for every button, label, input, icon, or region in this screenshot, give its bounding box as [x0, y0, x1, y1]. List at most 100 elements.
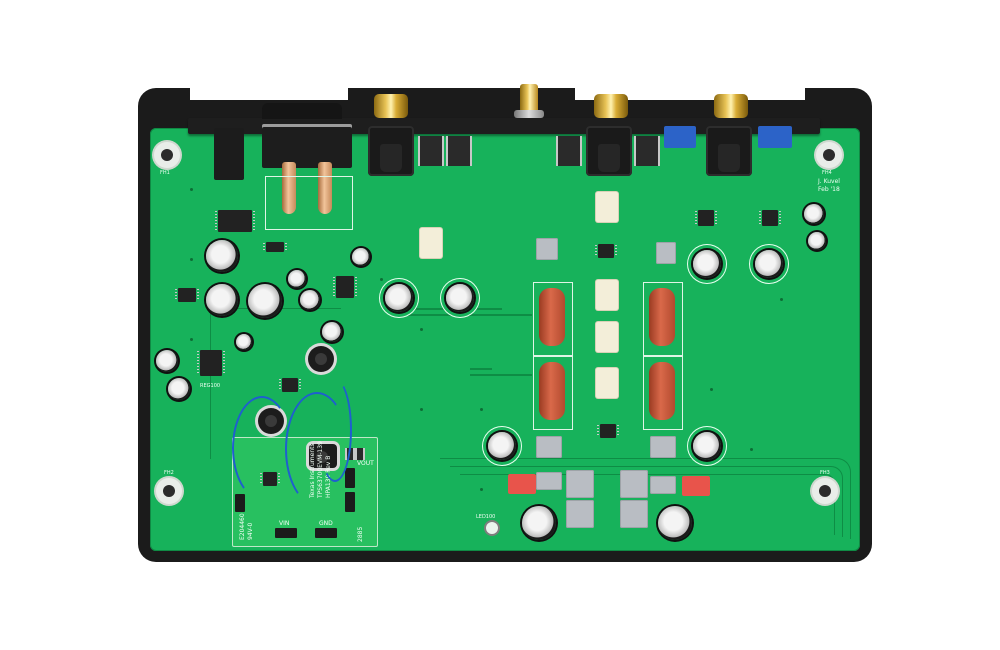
electrolytic-capacitor	[300, 290, 320, 310]
via	[780, 298, 783, 301]
grey-capacitor	[650, 436, 676, 458]
rca-jack-gold	[594, 94, 628, 118]
evm-capacitor	[355, 448, 365, 460]
transistor	[446, 136, 472, 166]
dc-jack	[214, 128, 244, 180]
grey-capacitor	[650, 476, 676, 494]
evm-vout-label: VOUT	[357, 460, 374, 467]
evm-vin-label: VIN	[279, 520, 290, 527]
film-capacitor	[649, 288, 675, 346]
electrolytic-capacitor	[804, 204, 824, 224]
ic-chip	[333, 276, 357, 298]
evm-ul: E204460	[239, 513, 246, 540]
red-capacitor	[508, 474, 536, 494]
relay	[596, 368, 618, 398]
header-gnd	[315, 528, 337, 538]
electrolytic-capacitor	[522, 506, 556, 540]
ic-chip	[279, 378, 301, 392]
op-amp-ic	[597, 424, 619, 438]
enclosure-cutout	[190, 80, 348, 100]
via	[420, 328, 423, 331]
electrolytic-capacitor	[385, 284, 413, 312]
enclosure-cutout	[575, 80, 805, 100]
rca-jack-gold	[714, 94, 748, 118]
film-capacitor	[539, 288, 565, 346]
electrolytic-capacitor	[693, 432, 721, 460]
electrolytic-capacitor	[206, 240, 238, 272]
relay	[596, 322, 618, 352]
hole-label: FH2	[164, 470, 174, 476]
via	[480, 488, 483, 491]
mounting-hole	[816, 142, 842, 168]
switch-tab	[282, 162, 296, 214]
via	[380, 278, 383, 281]
electrolytic-capacitor	[755, 250, 783, 278]
hole-label: FH3	[820, 470, 830, 476]
via	[480, 408, 483, 411]
silk-outline	[533, 356, 573, 430]
rca-jack-gold	[374, 94, 408, 118]
relay	[596, 280, 618, 310]
header-vin	[275, 528, 297, 538]
via	[710, 388, 713, 391]
transistor	[418, 136, 444, 166]
electrolytic-capacitor	[446, 284, 474, 312]
evm-number: 2885	[357, 526, 364, 542]
op-amp-ic	[759, 210, 781, 226]
electrolytic-capacitor	[352, 248, 370, 266]
blue-trimmer	[664, 126, 696, 148]
electrolytic-capacitor	[288, 270, 306, 288]
op-amp-ic	[695, 210, 717, 226]
header-gnd	[345, 492, 355, 512]
film-capacitor	[539, 362, 565, 420]
evm-gnd-label: GND	[319, 520, 333, 527]
electrolytic-capacitor	[658, 506, 692, 540]
grey-capacitor	[656, 242, 676, 264]
rca-jack	[586, 126, 632, 176]
header-vout	[345, 468, 355, 488]
silk-outline	[533, 282, 573, 356]
mounting-hole	[156, 478, 182, 504]
grey-capacitor	[536, 472, 562, 490]
power-inductor	[308, 346, 334, 372]
grey-capacitor	[620, 470, 648, 498]
evm-code: 94V-0	[247, 522, 254, 540]
blue-jumper-wire	[285, 392, 349, 506]
ground-washer	[514, 110, 544, 118]
hole-label: FH4	[822, 170, 832, 176]
pcb-trace	[470, 374, 532, 376]
electrolytic-capacitor	[156, 350, 178, 372]
led-silk: LED100	[476, 514, 496, 520]
grey-capacitor	[536, 436, 562, 458]
switch-tab	[318, 162, 332, 214]
grey-capacitor	[536, 238, 558, 260]
electrolytic-capacitor	[248, 284, 282, 318]
mounting-hole	[812, 478, 838, 504]
op-amp-ic	[595, 244, 617, 258]
blue-trimmer	[758, 126, 792, 148]
electrolytic-capacitor	[236, 334, 252, 350]
film-capacitor	[649, 362, 675, 420]
electrolytic-capacitor	[168, 378, 190, 400]
rca-jack	[706, 126, 752, 176]
relay	[420, 228, 442, 258]
via	[420, 408, 423, 411]
ic-chip	[263, 242, 287, 252]
electrolytic-capacitor	[322, 322, 342, 342]
electrolytic-capacitor	[808, 232, 826, 250]
rca-jack	[368, 126, 414, 176]
pcb-trace	[470, 368, 492, 370]
blue-jumper-wire	[232, 396, 292, 500]
ic-chip	[175, 288, 199, 302]
designer-silk: J. Kuvel	[818, 178, 840, 185]
rocker-switch	[262, 124, 352, 168]
silk-outline	[643, 282, 683, 356]
hole-label: FH1	[160, 170, 170, 176]
electrolytic-capacitor	[488, 432, 516, 460]
pcb-trace	[390, 314, 532, 316]
electrolytic-capacitor	[693, 250, 721, 278]
mounting-hole	[154, 142, 180, 168]
electrolytic-capacitor	[206, 284, 238, 316]
via	[190, 258, 193, 261]
common-mode-choke	[215, 210, 255, 232]
